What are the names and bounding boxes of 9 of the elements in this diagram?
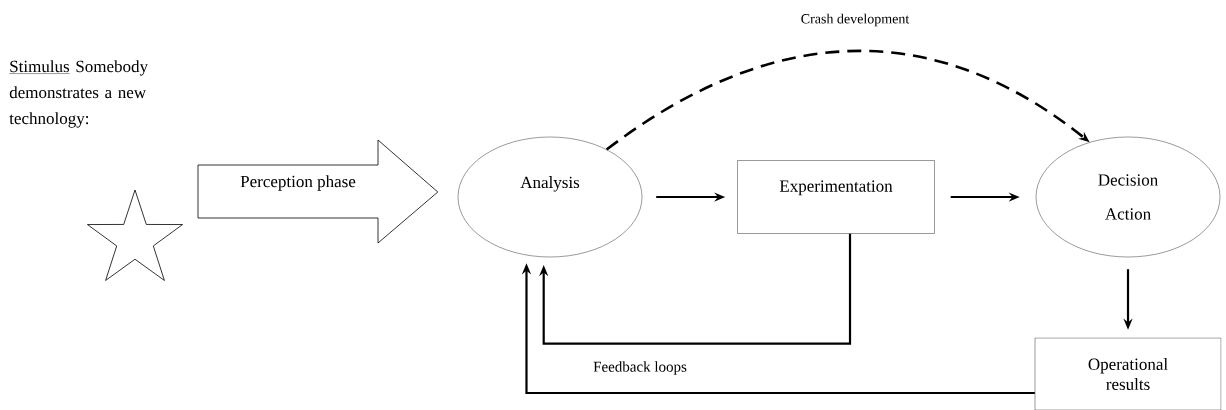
block-arrow xyxy=(197,139,439,244)
star-shape xyxy=(87,189,183,281)
edge-label: Feedback loops xyxy=(592,360,688,376)
process-box: Operational results xyxy=(1034,337,1222,410)
arrow xyxy=(539,233,852,345)
stimulus-text: Stimulus Somebody demonstrates a new technology: xyxy=(9,60,148,128)
process-box: Experimentation xyxy=(737,160,935,234)
edge-label: Perception phase xyxy=(239,174,357,192)
edge-label: Crash development xyxy=(799,12,911,28)
